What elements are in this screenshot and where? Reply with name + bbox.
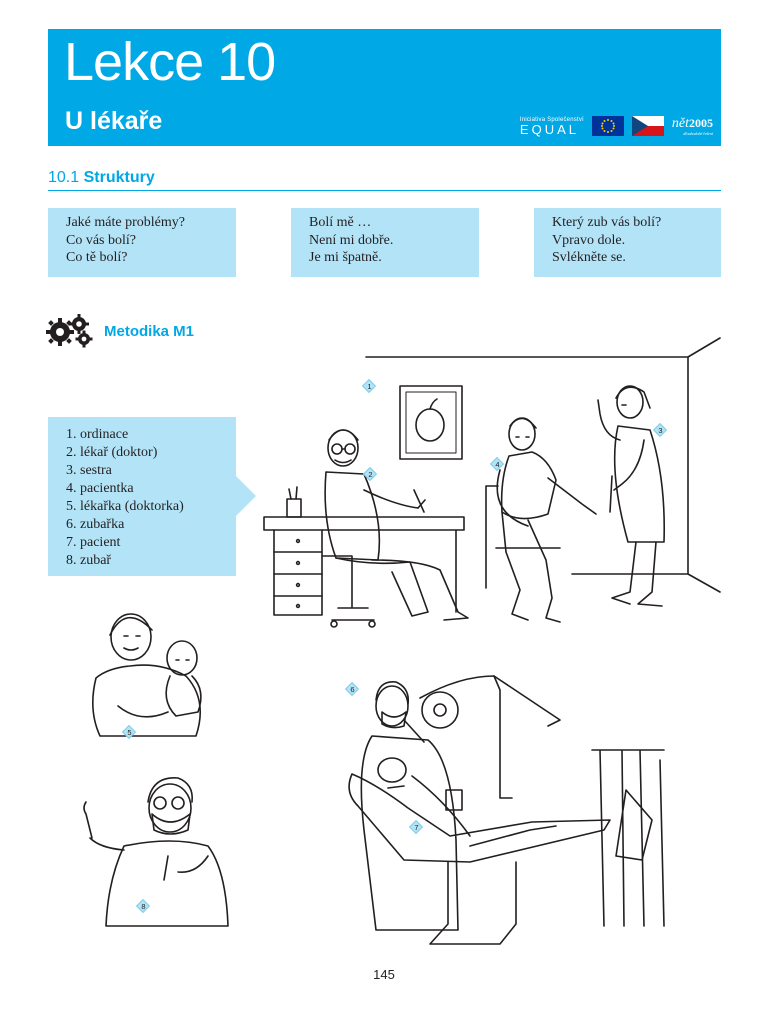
- lesson-title: Lekce 10: [64, 32, 276, 92]
- phrase-line: Bolí mě …: [309, 215, 372, 230]
- dentist-man-drawing: [83, 777, 229, 927]
- phrase-line: Svlékněte se.: [552, 250, 626, 265]
- nurse-drawing: [597, 385, 666, 607]
- page-number: 145: [373, 967, 395, 982]
- vocabulary-item: 1. ordinace: [66, 427, 129, 442]
- phrase-line: Co tě bolí?: [66, 250, 128, 265]
- equal-logo: Iniciativa Společenství EQUAL: [520, 117, 584, 136]
- gears-icon: [46, 314, 93, 348]
- method-label: Metodika M1: [104, 322, 195, 340]
- marker-8: 8: [135, 898, 151, 914]
- section-number: 10.1: [48, 169, 80, 186]
- marker-6: 6: [344, 681, 360, 697]
- section-title: Struktury: [83, 169, 155, 186]
- dental-chair-scene-drawing: [348, 675, 665, 945]
- vocabulary-item: 2. lékař (doktor): [66, 445, 158, 460]
- marker-1: 1: [361, 378, 377, 394]
- net-2005-logo: nět2005 dlouhodobé řešení: [671, 115, 713, 136]
- phrase-line: Není mi dobře.: [309, 232, 394, 248]
- vocabulary-item: 7. pacient: [66, 535, 121, 550]
- patient-woman-drawing: [485, 417, 597, 623]
- phrase-line: Jaké máte problémy?: [66, 215, 185, 230]
- marker-7: 7: [408, 819, 424, 835]
- office-room-drawing: [365, 337, 721, 593]
- vocabulary-pointer: [236, 476, 256, 516]
- equal-wordmark: EQUAL: [519, 121, 579, 137]
- desk-drawing: [263, 486, 465, 616]
- net-wordmark: nět: [671, 115, 689, 131]
- lesson-header: Lekce 10 U lékaře Iniciativa Společenstv…: [48, 29, 721, 146]
- czech-flag-icon: [631, 116, 664, 136]
- eu-flag-icon: [591, 116, 624, 136]
- vocabulary-item: 6. zubařka: [66, 517, 125, 532]
- marker-4: 4: [489, 456, 505, 472]
- phrase-box-questions: Jaké máte problémy? Co vás bolí? Co tě b…: [48, 208, 236, 277]
- marker-3: 3: [652, 422, 668, 438]
- marker-2: 2: [362, 466, 378, 482]
- female-doctor-with-baby-drawing: [92, 613, 202, 737]
- phrase-line: Který zub vás bolí?: [552, 215, 662, 230]
- section-divider: [48, 190, 721, 191]
- phrase-line: Vpravo dole.: [552, 232, 626, 248]
- vocabulary-item: 4. pacientka: [66, 481, 134, 496]
- vocabulary-item: 5. lékařka (doktorka): [66, 499, 184, 514]
- section-heading: 10.1 Struktury: [48, 169, 155, 187]
- phrase-line: Co vás bolí?: [66, 232, 136, 248]
- vocabulary-box: 1. ordinace 2. lékař (doktor) 3. sestra …: [48, 417, 236, 576]
- vocabulary-item: 3. sestra: [66, 463, 112, 478]
- phrase-line: Je mi špatně.: [309, 250, 382, 265]
- method-heading: Metodika M1: [46, 312, 194, 350]
- net-tagline: dlouhodobé řešení: [683, 130, 713, 136]
- phrase-box-dentist: Který zub vás bolí? Vpravo dole. Svlékně…: [534, 208, 721, 277]
- equal-tagline: Iniciativa Společenství: [519, 116, 584, 123]
- vocabulary-item: 8. zubař: [66, 553, 112, 568]
- doctor-drawing: [321, 429, 469, 628]
- lesson-subtitle: U lékaře: [65, 107, 163, 135]
- sponsor-logos: Iniciativa Společenství EQUAL nět2005 dl…: [520, 116, 713, 136]
- marker-5: 5: [121, 724, 137, 740]
- phrase-box-complaints: Bolí mě … Není mi dobře. Je mi špatně.: [291, 208, 479, 277]
- net-year: 2005: [689, 115, 713, 130]
